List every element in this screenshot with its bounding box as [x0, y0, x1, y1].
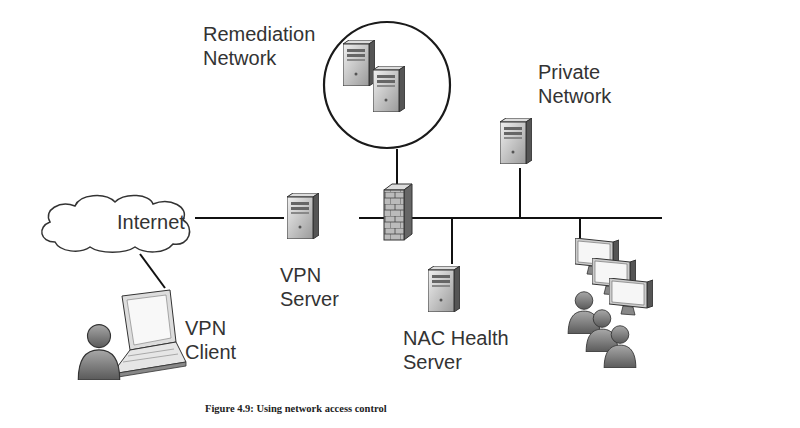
- user-icon: [78, 325, 119, 380]
- laptop-icon: [112, 362, 186, 378]
- laptop-icon: [127, 295, 171, 345]
- server-icon: [287, 193, 319, 239]
- server-node: VPN Server: [284, 193, 359, 307]
- firewall-icon: [384, 190, 404, 240]
- client-node: VPN Client: [75, 288, 255, 380]
- workstation-icon: [604, 326, 636, 368]
- firewall-icon: [384, 190, 404, 240]
- node-label: VPN Server: [280, 263, 360, 311]
- workstation-icon: [568, 238, 653, 368]
- server-icon: [373, 66, 405, 112]
- laptop-icon: [122, 290, 176, 350]
- node-label: NAC Health Server: [403, 326, 528, 374]
- network-link: [359, 168, 520, 218]
- laptop-icon: [128, 349, 174, 356]
- server-icon: [343, 40, 375, 86]
- network-wire: [520, 217, 662, 219]
- server-icon: [428, 266, 460, 312]
- network-circle: Remediation Network: [203, 18, 453, 152]
- laptop-icon: [123, 354, 178, 362]
- node-label: Remediation Network: [203, 22, 338, 70]
- firewall-icon: [404, 184, 412, 240]
- firewall-icon: [384, 184, 412, 240]
- laptop-icon: [112, 290, 186, 378]
- network-link: [195, 217, 284, 219]
- user-icon: [78, 325, 119, 380]
- internet-cloud: Internet: [35, 192, 195, 254]
- network-link: [140, 254, 165, 288]
- workstation-icon: [609, 278, 653, 315]
- node-label: VPN Client: [185, 316, 255, 364]
- node-label: Internet: [117, 210, 197, 234]
- server-node: Private Network: [496, 58, 626, 168]
- figure-caption: Figure 4.9: Using network access control: [205, 403, 387, 414]
- network-wire: [397, 149, 662, 242]
- network-wire: [396, 149, 398, 186]
- server-node: NAC Health Server: [403, 264, 528, 376]
- server-icon: [500, 118, 532, 164]
- circle-outline: [324, 22, 450, 148]
- node-label: Private Network: [538, 60, 626, 108]
